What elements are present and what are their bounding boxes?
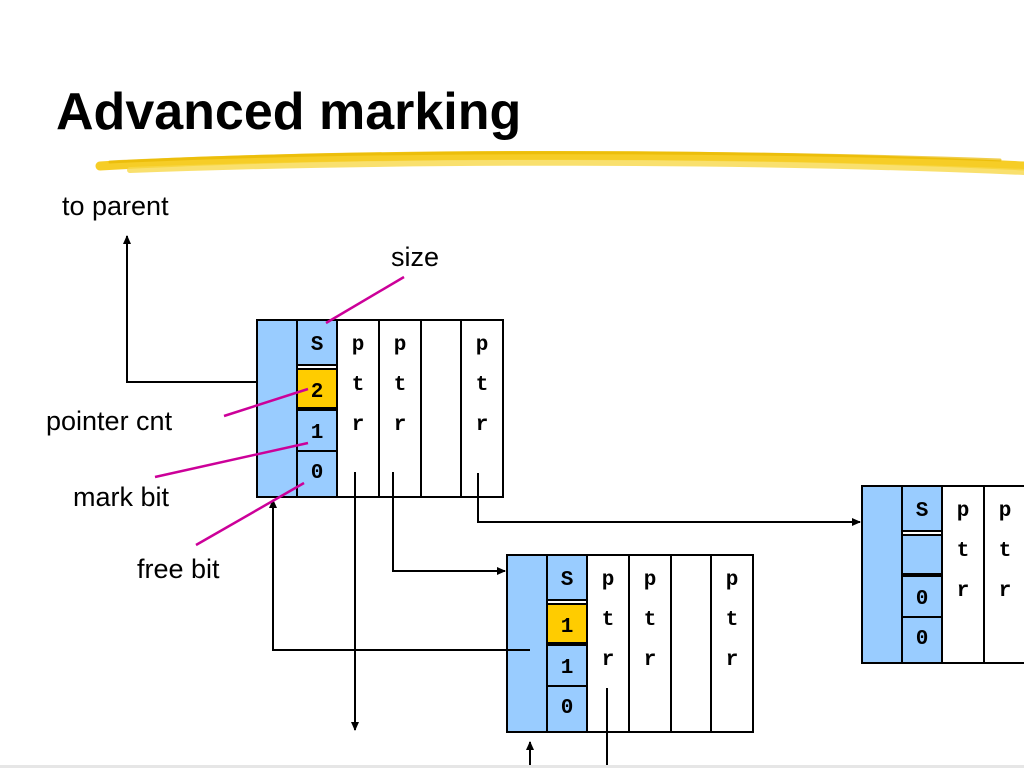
ptr-glyph: r xyxy=(476,414,489,437)
ptr-glyph: p xyxy=(352,334,365,357)
right-block: S 0 0 p t r p t r xyxy=(861,485,1024,664)
ptr-glyph: r xyxy=(999,580,1012,603)
top-mark-bit-value: 1 xyxy=(311,422,324,445)
ptr-glyph: p xyxy=(602,569,615,592)
top-free-bit-cell xyxy=(296,450,338,498)
ptr3-to-right-block-arrow xyxy=(477,473,861,526)
ptr-glyph: p xyxy=(476,334,489,357)
to-parent-label: to parent xyxy=(62,191,169,221)
middle-free-bit-cell xyxy=(546,685,588,733)
middle-block: S 1 1 0 p t r p t r p t r xyxy=(506,554,754,733)
ptr-glyph: p xyxy=(644,569,657,592)
size-label: size xyxy=(391,242,440,272)
top-block: S 2 1 0 p t r p t r p t r xyxy=(256,319,504,498)
middle-to-top-parent-arrow xyxy=(269,499,530,651)
middle-size-value: S xyxy=(561,569,574,592)
middle-ptr-field-3 xyxy=(710,554,754,733)
ptr-glyph: t xyxy=(957,540,970,563)
ptr-glyph: p xyxy=(999,500,1012,523)
right-size-value: S xyxy=(916,500,929,523)
pointer-cnt-callout-line xyxy=(223,387,309,418)
top-ptr-field-2 xyxy=(378,319,422,498)
right-free-bit-value: 0 xyxy=(916,628,929,651)
ptr-glyph: r xyxy=(394,414,407,437)
top-size-value: S xyxy=(311,334,324,357)
ptr-glyph: r xyxy=(602,649,615,672)
middle-mark-bit-cell xyxy=(546,644,588,687)
slide-title: Advanced marking xyxy=(56,83,522,141)
right-ptr-field-2 xyxy=(983,485,1024,664)
ptr2-to-middle-block-arrow xyxy=(392,472,506,575)
top-pointer-count-value: 2 xyxy=(311,381,324,404)
ptr-glyph: r xyxy=(957,580,970,603)
middle-block-header xyxy=(506,554,548,733)
ptr-glyph: p xyxy=(957,500,970,523)
ptr-glyph: t xyxy=(602,609,615,632)
middle-free-bit-value: 0 xyxy=(561,697,574,720)
pointer-cnt-label: pointer cnt xyxy=(46,406,173,436)
middle-size-cell xyxy=(546,554,588,601)
right-free-bit-cell xyxy=(901,616,943,664)
mark-bit-label: mark bit xyxy=(73,482,170,512)
ptr-glyph: r xyxy=(644,649,657,672)
ptr-glyph: p xyxy=(394,334,407,357)
footer-divider xyxy=(0,765,1024,768)
top-ptr-field-1 xyxy=(336,319,380,498)
right-block-header xyxy=(861,485,903,664)
ptr-glyph: p xyxy=(726,569,739,592)
middle-pointer-count-value: 1 xyxy=(561,616,574,639)
ptr-glyph: t xyxy=(999,540,1012,563)
top-free-bit-value: 0 xyxy=(311,462,324,485)
to-parent-arrow xyxy=(123,235,258,383)
middle-mark-bit-value: 1 xyxy=(561,657,574,680)
ptr-glyph: t xyxy=(726,609,739,632)
right-pointer-count-cell xyxy=(901,534,943,575)
middle-empty-field xyxy=(670,554,712,733)
top-ptr-field-3 xyxy=(460,319,504,498)
middle-pointer-count-cell xyxy=(546,603,588,644)
ptr-glyph: r xyxy=(352,414,365,437)
ptr-glyph: t xyxy=(394,374,407,397)
callout-lines xyxy=(154,275,405,547)
right-ptr-field-1 xyxy=(941,485,985,664)
free-bit-label: free bit xyxy=(137,554,220,584)
ptr-glyph: r xyxy=(726,649,739,672)
right-mark-bit-value: 0 xyxy=(916,588,929,611)
size-callout-line xyxy=(325,275,405,325)
mark-bit-callout-line xyxy=(154,441,309,479)
top-block-header xyxy=(256,319,298,498)
ptr-glyph: t xyxy=(644,609,657,632)
pointer-arrows xyxy=(123,235,861,768)
top-empty-field xyxy=(420,319,462,498)
ptr-glyph: t xyxy=(352,374,365,397)
ptr-glyph: t xyxy=(476,374,489,397)
top-size-cell xyxy=(296,319,338,366)
free-bit-callout-line xyxy=(195,481,305,547)
middle-ptr-field-2 xyxy=(628,554,672,733)
